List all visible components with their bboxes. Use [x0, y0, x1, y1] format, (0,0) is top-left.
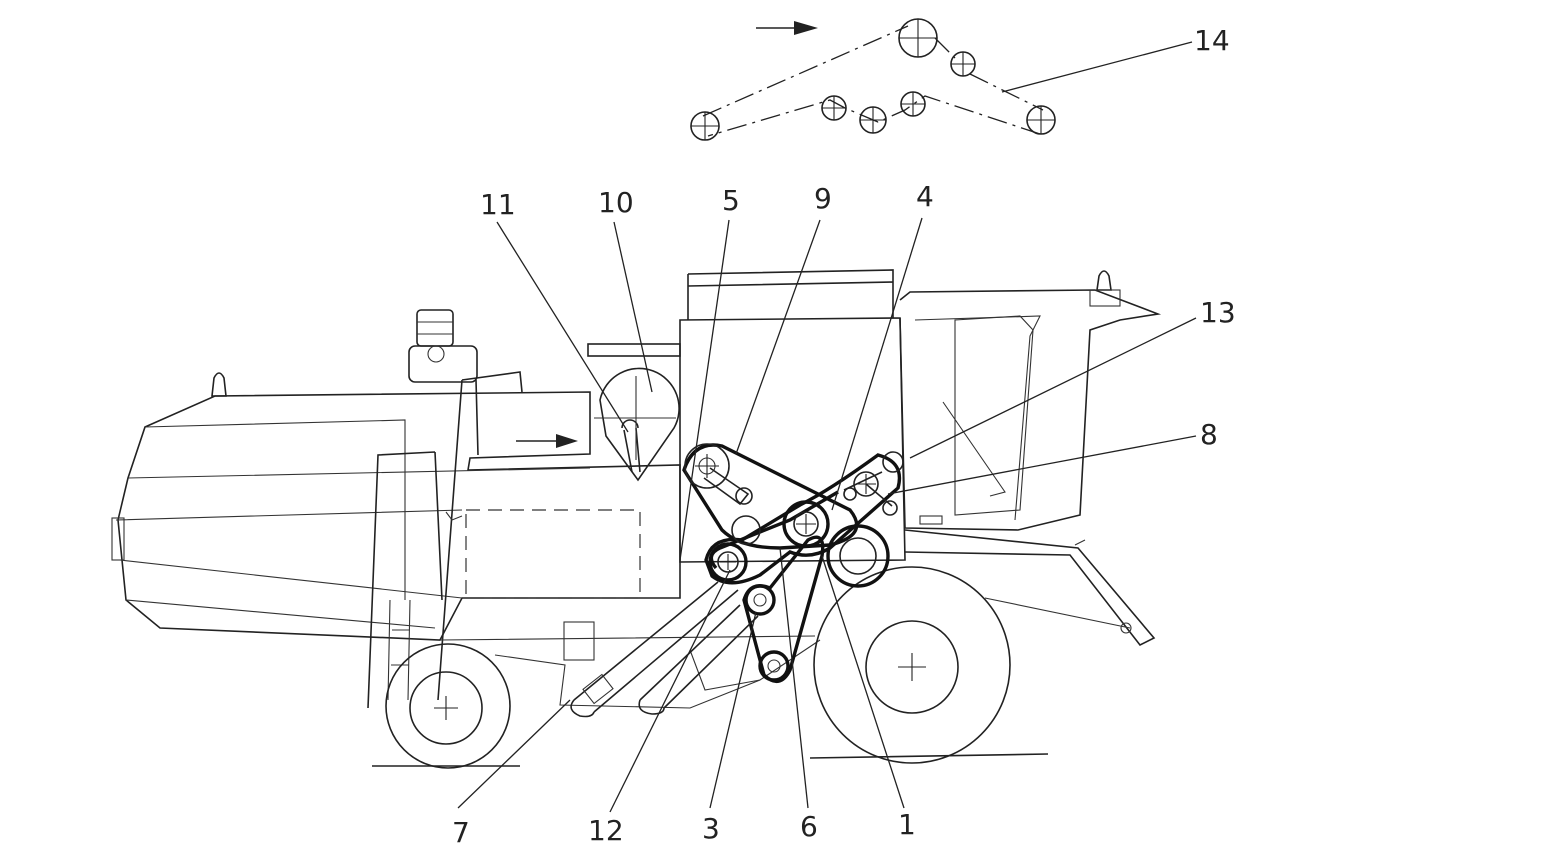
blower-outlet: [621, 419, 641, 473]
label-6: 6: [800, 810, 818, 843]
threshing-housing: [679, 317, 906, 563]
label-3: 3: [702, 812, 720, 845]
label-1: 1: [898, 808, 916, 841]
operator-cab: [899, 289, 1162, 531]
pulleys: [684, 443, 904, 682]
belt-main-loop: [704, 453, 902, 585]
label-12: 12: [588, 814, 624, 847]
label-8: 8: [1200, 418, 1218, 451]
label-4: 4: [916, 180, 934, 213]
flow-arrowhead-body: [556, 434, 578, 448]
label-5: 5: [722, 184, 740, 217]
rear-wheel: [385, 643, 511, 769]
reference-numerals: 11 10 5 9 4 13 8 14 7 12 3 6 1: [452, 24, 1236, 849]
label-7: 7: [452, 816, 470, 849]
belt-drive-system: [516, 367, 904, 718]
air-filter: [408, 309, 478, 383]
belt-auger-drive: [709, 490, 839, 570]
schematic-belt-path: [702, 25, 1044, 137]
label-9: 9: [814, 182, 832, 215]
belt-upper-loop: [682, 443, 859, 550]
grain-tank-outline: [465, 509, 641, 599]
cab-beacon: [1096, 270, 1112, 291]
ground-line: [372, 753, 1049, 767]
label-10: 10: [598, 186, 634, 219]
rear-hood: [117, 391, 681, 641]
blower-housing: [599, 367, 680, 482]
label-13: 13: [1200, 296, 1236, 329]
handrail: [367, 371, 523, 709]
auger-tube: [638, 604, 759, 715]
feeder-house: [904, 529, 1156, 647]
leader-lines: [457, 41, 1197, 813]
grain-tank-top: [687, 269, 894, 320]
label-11: 11: [480, 188, 516, 221]
schematic-pulleys: [690, 18, 1056, 141]
flow-arrowhead-top: [794, 21, 818, 35]
label-14: 14: [1194, 24, 1230, 57]
belt-routing-schematic: [690, 18, 1056, 141]
elevator-tube: [570, 581, 739, 718]
harvester-body: [111, 269, 1162, 709]
tensioner-arms: [703, 467, 893, 507]
ladder: [387, 599, 411, 701]
rear-beacon: [211, 372, 227, 397]
front-drive-wheel: [813, 566, 1011, 764]
